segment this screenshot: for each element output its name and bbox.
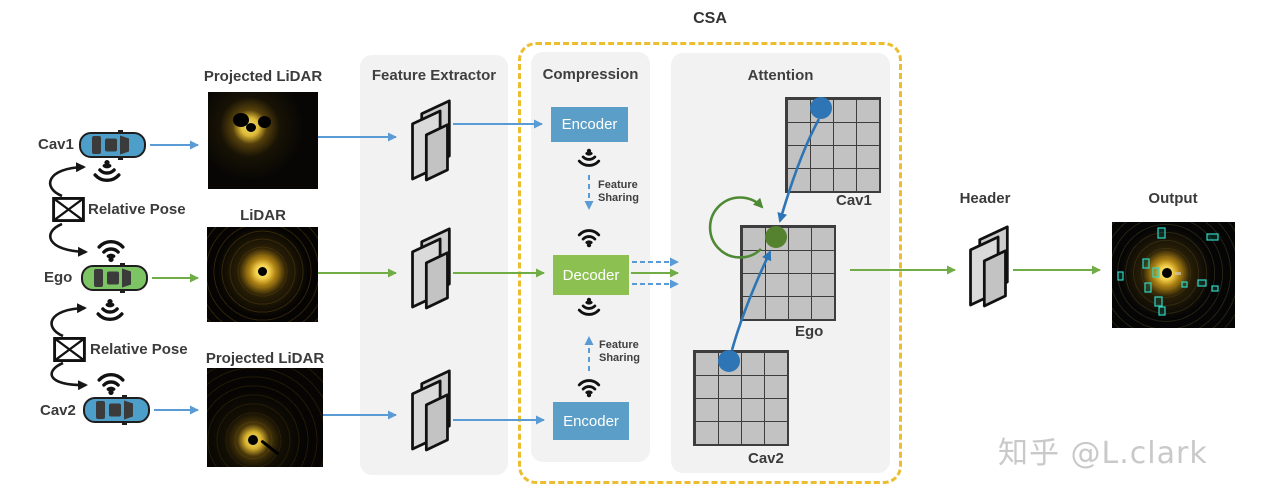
attention-title: Attention [747, 67, 814, 84]
car-icon-ego [80, 261, 150, 295]
car-icon-cav2 [82, 393, 152, 427]
wifi-transmit-icon-ego-bottom [94, 299, 126, 324]
attention-grid-cav1 [785, 97, 881, 193]
lidar-image-ego [207, 227, 318, 322]
car-icon-cav1 [78, 128, 148, 162]
lidar-image-cav1 [208, 92, 318, 189]
attention-grid-ego [740, 225, 836, 321]
lidar-image-cav2 [207, 368, 323, 467]
wifi-receive-icon-ego-top [95, 237, 127, 262]
ego-label: Ego [44, 269, 73, 286]
envelope-icon-bottom [53, 337, 86, 362]
csa-title: CSA [693, 10, 727, 27]
watermark: 知乎 @L.clark [998, 436, 1208, 471]
lidar-streak [260, 439, 280, 456]
compression-title: Compression [542, 66, 639, 83]
attention-grid-label-cav2: Cav2 [748, 450, 784, 467]
lidar-blob [233, 113, 249, 127]
wifi-receive-icon-compression-bottom [576, 376, 602, 398]
relative-pose-label-top: Relative Pose [88, 201, 186, 218]
attention-grid-label-ego: Ego [795, 323, 824, 340]
cav2-label: Cav2 [40, 402, 76, 419]
attention-feature-dot-cav1 [810, 97, 832, 119]
header-title: Header [959, 190, 1011, 207]
lidar-blob [248, 435, 258, 445]
feature-map-stack-icon-ego [407, 224, 453, 322]
wifi-receive-icon-cav2 [95, 370, 127, 395]
encoder-bottom-box: Encoder [553, 402, 629, 440]
lidar-blob [246, 123, 256, 132]
cav1-label: Cav1 [38, 136, 74, 153]
relative-pose-label-bottom: Relative Pose [90, 341, 188, 358]
feature-sharing-label-top: Feature Sharing [598, 179, 639, 204]
wifi-transmit-icon-cav1 [91, 160, 123, 185]
attention-feature-dot-cav2 [718, 350, 740, 372]
feature-sharing-label-bottom: Feature Sharing [599, 339, 640, 364]
wifi-transmit-icon-compression-top [576, 148, 602, 170]
detection-boxes [1117, 227, 1219, 316]
encoder-top-box: Encoder [551, 107, 628, 142]
output-detection-image [1112, 222, 1235, 328]
header-stack-icon [965, 222, 1011, 320]
feature-map-stack-icon-cav2 [407, 366, 453, 464]
projected-lidar-title-cav1: Projected LiDAR [203, 68, 323, 85]
feature-map-stack-icon-cav1 [407, 96, 453, 194]
lidar-title-ego: LiDAR [240, 207, 286, 224]
wifi-transmit-icon-decoder-bottom [576, 297, 602, 319]
attention-grid-cav2 [693, 350, 789, 446]
decoder-box: Decoder [553, 255, 629, 295]
projected-lidar-title-cav2: Projected LiDAR [205, 350, 325, 367]
output-title: Output [1148, 190, 1198, 207]
csa-dashed-boundary [518, 42, 902, 484]
wifi-receive-icon-decoder-top [576, 226, 602, 248]
lidar-blob [258, 116, 271, 128]
attention-grid-label-cav1: Cav1 [836, 192, 872, 209]
attention-feature-dot-ego [765, 226, 787, 248]
lidar-blob [1162, 268, 1172, 278]
lidar-blob [258, 267, 267, 276]
envelope-icon-top [52, 197, 85, 222]
feature-extractor-title: Feature Extractor [371, 67, 497, 84]
